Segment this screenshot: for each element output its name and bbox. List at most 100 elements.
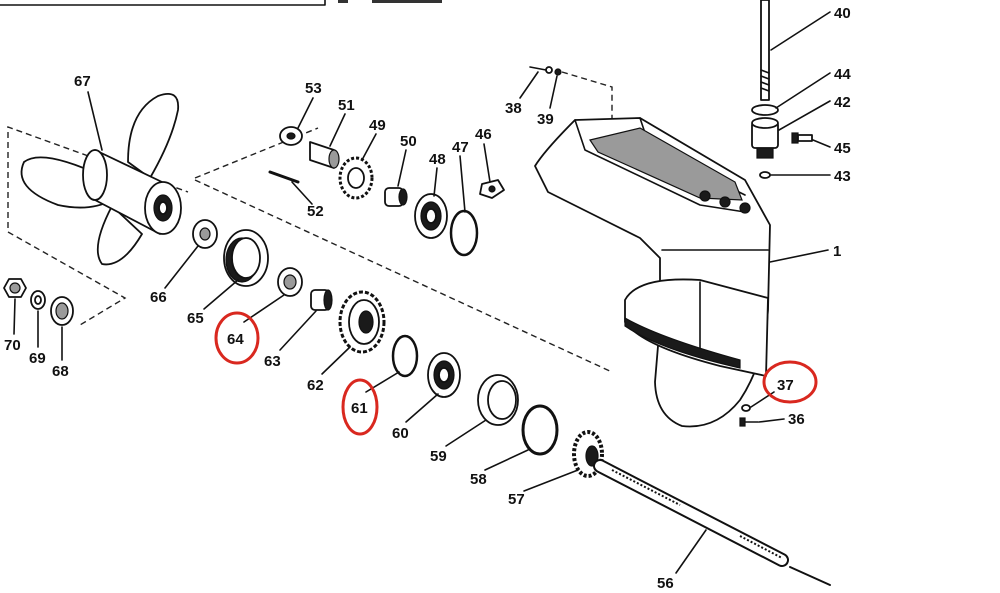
leader-line-58 (484, 449, 529, 471)
part-47-o-ring (449, 209, 479, 257)
callout-70: 70 (4, 337, 21, 354)
highlight-circle-61 (341, 378, 379, 436)
housing-deck-shading (589, 127, 743, 201)
part-50-bushing (384, 187, 408, 207)
callout-68: 68 (52, 363, 69, 380)
shaft-pin (789, 566, 831, 586)
washer-hole (34, 295, 42, 305)
cutoff-text-mark (372, 0, 442, 3)
part-64-bearing (277, 267, 303, 297)
highlight-marks (214, 311, 818, 436)
driveshaft-body (760, 0, 770, 101)
bushing-top (751, 117, 779, 129)
leader-line-59 (445, 419, 487, 447)
part-1-gearcase-housing (534, 117, 771, 428)
housing-port (739, 202, 751, 214)
part-46-retainer (479, 179, 505, 199)
leader-line-70 (13, 298, 16, 335)
leader-line-52 (291, 181, 313, 205)
callout-67: 67 (74, 73, 91, 90)
propeller-blade-lower (96, 205, 143, 266)
part-43-ring (759, 171, 771, 179)
part-57-pinion-gear (572, 430, 604, 478)
part-61-o-ring (391, 334, 419, 378)
part-69-washer (30, 290, 46, 310)
part-45-screw (791, 132, 813, 144)
part-59-bearing-cup (477, 374, 519, 426)
part-40-driveshaft (760, 0, 770, 101)
callout-39: 39 (537, 111, 554, 128)
part-62-bearing-carrier (338, 290, 386, 354)
pin-head (545, 66, 553, 74)
bearing-bore (425, 208, 437, 224)
callout-46: 46 (475, 126, 492, 143)
callout-53: 53 (305, 80, 322, 97)
part-56-propeller-shaft (593, 459, 831, 586)
bushing-end (323, 289, 333, 311)
callout-62: 62 (307, 377, 324, 394)
ring-inner (231, 237, 261, 279)
leader-line-53 (297, 97, 314, 129)
part-37-washer (741, 404, 751, 412)
gear-inner (347, 167, 365, 189)
leader-line-40 (770, 11, 831, 51)
driveshaft-thread (760, 81, 770, 86)
leader-line-38 (519, 71, 539, 99)
bearing-bore (438, 367, 450, 383)
callout-40: 40 (834, 5, 851, 22)
leader-line-48 (433, 167, 438, 197)
part-68-spacer (50, 296, 74, 326)
highlight-circle-64 (214, 311, 260, 365)
callout-56: 56 (657, 575, 674, 592)
part-67-propeller (20, 92, 182, 266)
leader-line-62 (321, 346, 351, 375)
retainer-hole (488, 185, 496, 193)
housing-port (719, 196, 731, 208)
leader-line-66 (164, 245, 199, 289)
leader-line-44 (775, 72, 831, 109)
leader-line-45 (812, 139, 831, 148)
callout-52: 52 (307, 203, 324, 220)
callout-58: 58 (470, 471, 487, 488)
callout-50: 50 (400, 133, 417, 150)
screw-shank (797, 134, 813, 142)
leader-line-50 (397, 149, 407, 187)
leader-line-67 (87, 91, 103, 151)
callout-44: 44 (834, 66, 851, 83)
part-48-bearing (414, 193, 448, 239)
part-39-retainer (554, 68, 562, 76)
propeller-blade-upper (127, 92, 180, 179)
driveshaft-thread (760, 87, 770, 92)
part-63-bushing (310, 289, 333, 311)
callout-45: 45 (834, 140, 851, 157)
leader-line-1 (769, 249, 829, 263)
torpedo-shading (624, 316, 741, 369)
leader-line-60 (405, 393, 439, 423)
driveshaft-thread (760, 69, 770, 74)
leader-line-57 (523, 469, 579, 492)
part-38-pin (529, 66, 553, 74)
leader-line-46 (483, 143, 491, 183)
callout-47: 47 (452, 139, 469, 156)
washer-hole (199, 227, 211, 241)
bushing-base (756, 147, 774, 159)
callout-1: 1 (833, 243, 841, 260)
page-frame-fragment (0, 0, 326, 6)
part-70-nut (3, 278, 27, 298)
callout-63: 63 (264, 353, 281, 370)
callout-60: 60 (392, 425, 409, 442)
propeller-hub-rear (82, 149, 108, 201)
part-44-washer (751, 104, 779, 116)
callout-64: 64 (227, 331, 244, 348)
part-51-clutch (309, 141, 340, 169)
leader-line-51 (329, 113, 346, 147)
part-60-bearing (427, 352, 461, 398)
callout-65: 65 (187, 310, 204, 327)
callout-38: 38 (505, 100, 522, 117)
callout-labels: 40 44 42 45 43 1 37 36 38 39 53 51 49 50… (4, 5, 851, 592)
callout-69: 69 (29, 350, 46, 367)
callout-37: 37 (777, 377, 794, 394)
callout-49: 49 (369, 117, 386, 134)
leader-line-36 (758, 418, 785, 423)
